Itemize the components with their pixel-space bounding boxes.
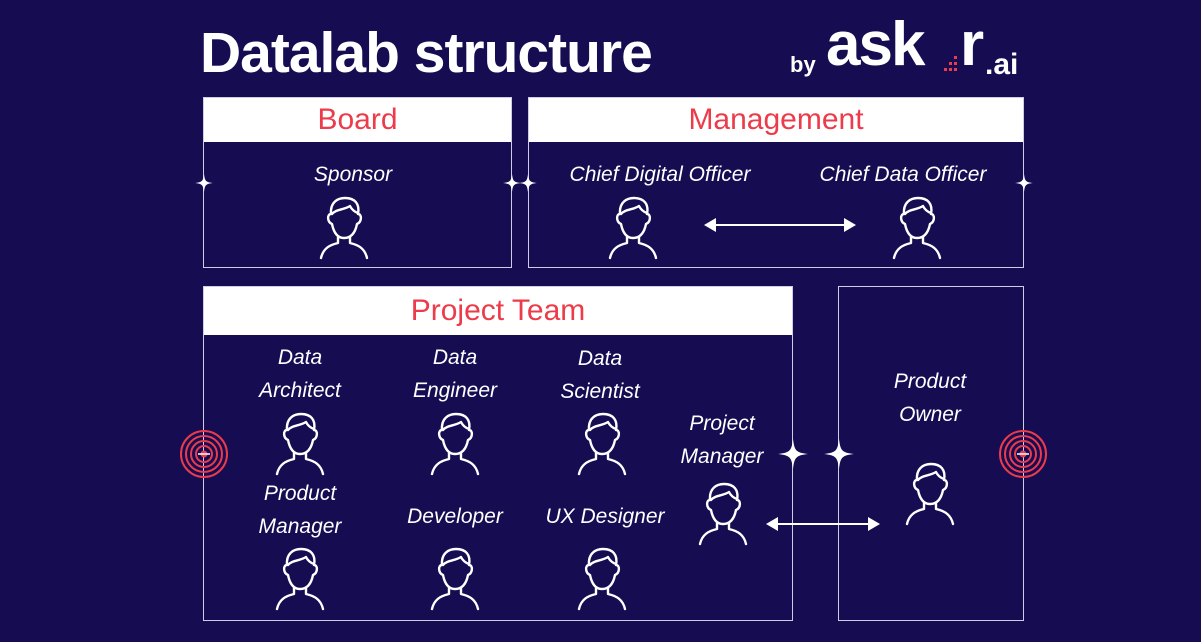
person-icon xyxy=(273,545,327,611)
role-product-manager: Product Manager xyxy=(258,482,342,538)
target-icon xyxy=(998,429,1048,479)
sparkle-icon xyxy=(503,174,521,192)
role-developer: Developer xyxy=(407,505,503,528)
role-product-owner: Product Owner xyxy=(893,370,967,426)
product-owner-box xyxy=(838,286,1024,621)
person-icon xyxy=(575,410,629,476)
person-icon xyxy=(575,545,629,611)
role-sponsor: Sponsor xyxy=(313,163,393,186)
person-icon xyxy=(273,410,327,476)
sparkle-icon xyxy=(824,439,854,469)
double-arrow-icon xyxy=(704,218,856,232)
project-team-header: Project Team xyxy=(204,287,792,335)
role-data-architect: Data Architect xyxy=(259,346,341,402)
sparkle-icon xyxy=(195,174,213,192)
double-arrow-icon xyxy=(766,517,880,531)
brand-by: by xyxy=(790,52,816,77)
person-icon xyxy=(696,480,750,546)
page-title: Datalab structure xyxy=(200,21,653,85)
sparkle-icon xyxy=(1015,174,1033,192)
brand-logo-r: r xyxy=(960,10,984,79)
sparkle-icon xyxy=(519,174,537,192)
management-header: Management xyxy=(529,98,1023,142)
person-icon xyxy=(317,194,371,260)
board-header: Board xyxy=(204,98,511,142)
role-data-engineer: Data Engineer xyxy=(412,346,498,402)
role-chief-data-officer: Chief Data Officer xyxy=(819,163,987,186)
person-icon xyxy=(890,194,944,260)
brand-logo-ai: .ai xyxy=(985,48,1019,81)
role-chief-digital-officer: Chief Digital Officer xyxy=(569,163,751,186)
target-icon xyxy=(179,429,229,479)
person-icon xyxy=(903,460,957,526)
person-icon xyxy=(606,194,660,260)
brand-logo-ask: ask xyxy=(826,10,925,79)
person-icon xyxy=(428,410,482,476)
role-project-manager: Project Manager xyxy=(680,412,764,468)
logo-dots-icon xyxy=(942,54,958,74)
role-data-scientist: Data Scientist xyxy=(560,347,640,403)
person-icon xyxy=(428,545,482,611)
sparkle-icon xyxy=(778,439,808,469)
role-ux-designer: UX Designer xyxy=(545,505,665,528)
